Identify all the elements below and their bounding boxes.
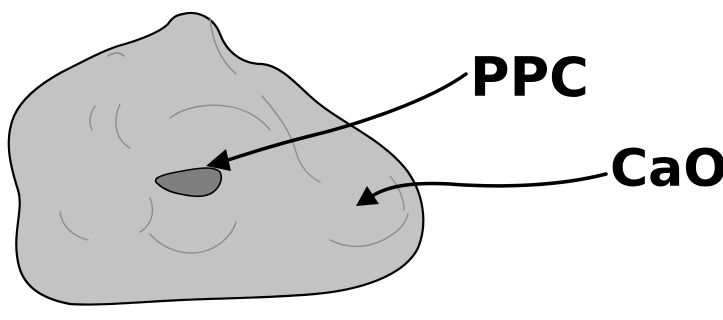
cao-label: CaO bbox=[610, 139, 723, 199]
ppc-label: PPC bbox=[470, 46, 589, 109]
